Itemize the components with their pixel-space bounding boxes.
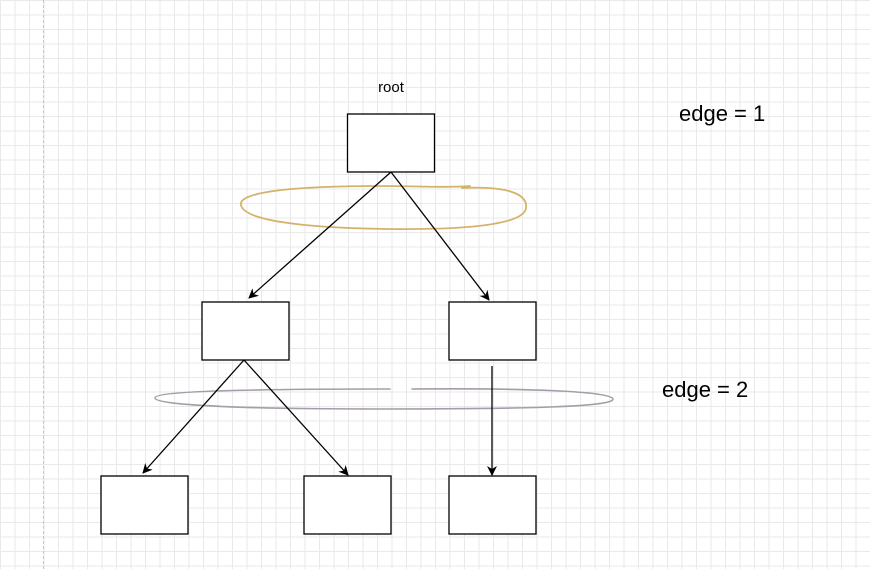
edge-level-2-label: edge = 2 [662, 377, 748, 402]
tree-node-level2-a[interactable] [100, 475, 189, 535]
tree-node-root[interactable] [346, 113, 436, 173]
edge-level-2-highlight [154, 388, 614, 410]
edge-level-1-highlight [240, 185, 527, 230]
tree-node-level2-c[interactable] [448, 475, 537, 535]
tree-node-level1-right[interactable] [448, 301, 537, 361]
page-boundary-guide [43, 0, 44, 569]
tree-node-level1-left[interactable] [201, 301, 290, 361]
edge-left-child-to-leaf-a [142, 359, 245, 474]
root-label: root [378, 79, 405, 96]
edge-level-1-label: edge = 1 [679, 101, 765, 126]
edge-root-to-left-child [248, 171, 392, 299]
edge-root-to-right-child [390, 171, 490, 301]
edge-left-child-to-leaf-b [243, 359, 349, 476]
tree-node-level2-b[interactable] [303, 475, 392, 535]
